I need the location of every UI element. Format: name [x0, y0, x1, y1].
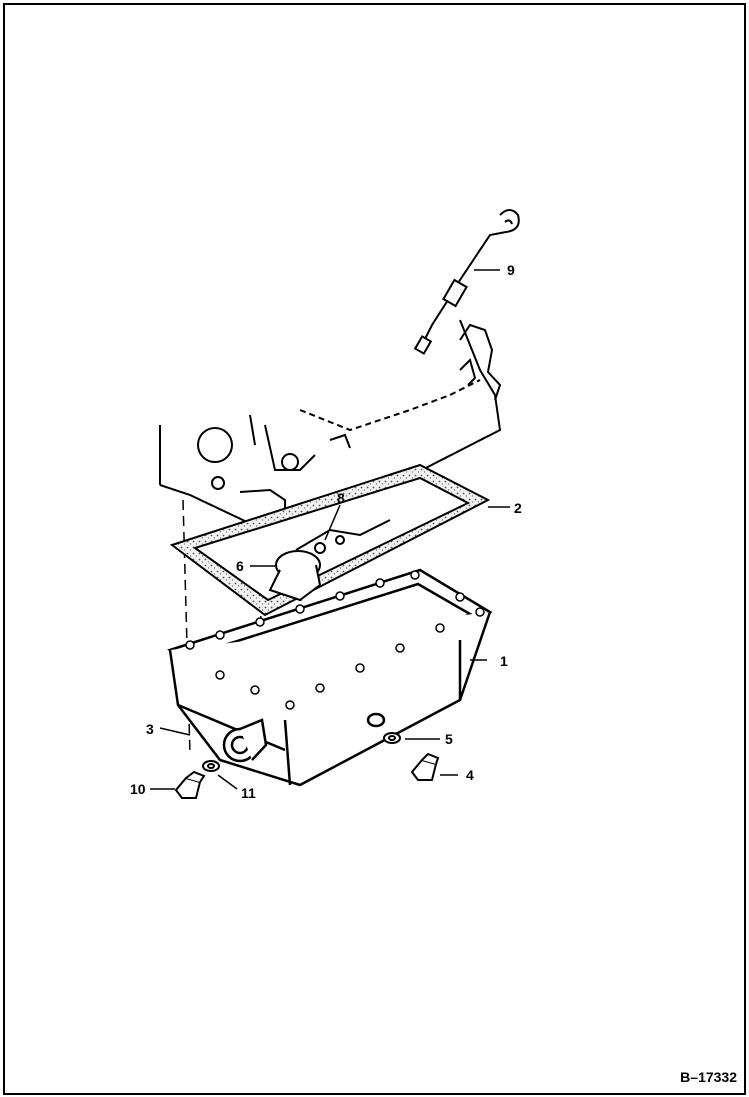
callout-1: 1 [500, 653, 508, 669]
callout-10: 10 [130, 781, 146, 797]
figure-id: B–17332 [680, 1069, 737, 1085]
callout-8: 8 [337, 490, 345, 506]
leader-lines [150, 269, 510, 790]
callout-9: 9 [507, 262, 515, 278]
callout-6: 6 [236, 558, 244, 574]
callout-3: 3 [146, 721, 154, 737]
callout-5: 5 [445, 731, 453, 747]
callout-2: 2 [514, 500, 522, 516]
callout-11: 11 [241, 785, 256, 801]
oil-pan-gasket [169, 463, 491, 617]
drain-plug [174, 760, 220, 799]
dipstick [413, 209, 520, 355]
callout-4: 4 [466, 767, 474, 783]
oil-strainer [268, 519, 391, 602]
oil-pan [167, 568, 493, 787]
side-plug [383, 732, 440, 781]
flange-bolt-holes [185, 570, 485, 710]
